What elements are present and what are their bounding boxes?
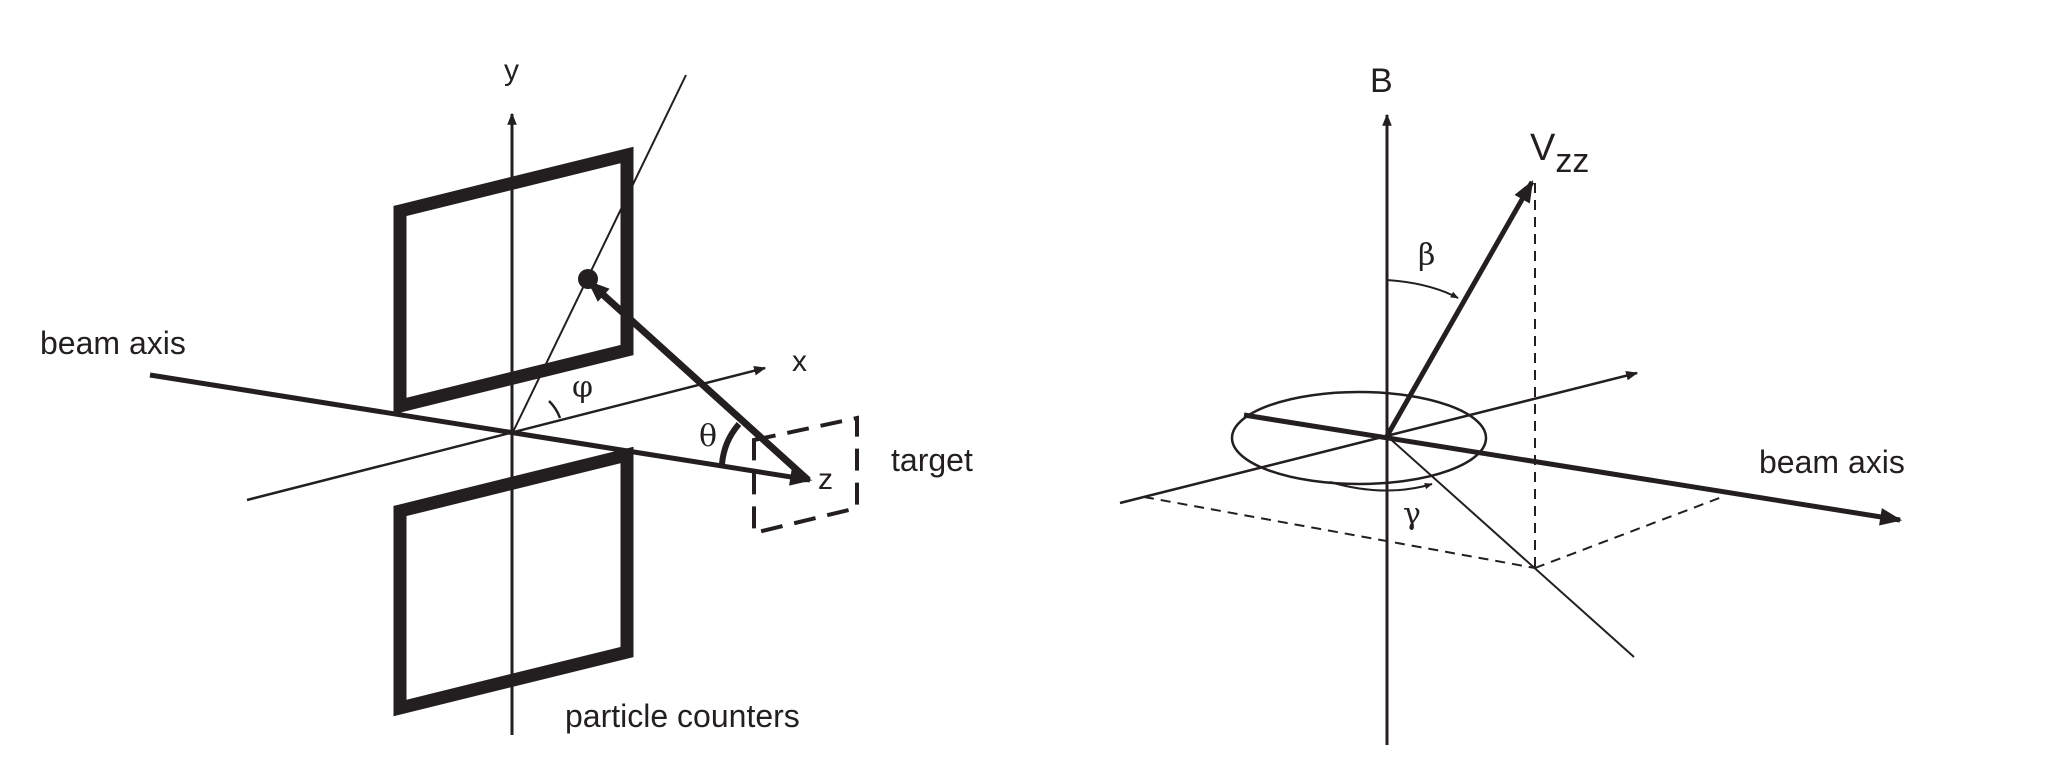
vzz-vector bbox=[1384, 180, 1535, 438]
left-diagram: y x z beam axis target particle counters… bbox=[40, 54, 973, 735]
phi-direction-line bbox=[511, 74, 687, 435]
vzz-main: V bbox=[1530, 127, 1556, 169]
target-label: target bbox=[891, 442, 973, 478]
gamma-arc bbox=[1329, 481, 1433, 492]
phi-arc bbox=[548, 400, 562, 419]
left-beam-axis-label: beam axis bbox=[40, 325, 186, 361]
x-axis-label: x bbox=[792, 345, 807, 378]
target-box bbox=[752, 415, 859, 536]
upper-particle-counter bbox=[393, 146, 634, 415]
projection-dash-right bbox=[1534, 496, 1723, 569]
vzz-label: Vzz bbox=[1530, 127, 1589, 180]
vzz-subscript: zz bbox=[1555, 142, 1589, 180]
y-axis-label: y bbox=[504, 54, 519, 87]
projection-line bbox=[1386, 435, 1635, 658]
precession-ellipse bbox=[1230, 390, 1488, 486]
b-field-label: B bbox=[1370, 62, 1393, 100]
particle-counters-label: particle counters bbox=[565, 698, 800, 734]
projection-dash-left bbox=[1143, 496, 1536, 569]
phi-label: φ bbox=[572, 370, 593, 405]
beta-label: β bbox=[1418, 238, 1435, 273]
lower-particle-counter bbox=[393, 446, 634, 717]
right-beam-axis-label: beam axis bbox=[1759, 444, 1905, 480]
right-beam-axis-line bbox=[1243, 412, 1903, 526]
theta-arc bbox=[719, 422, 742, 465]
z-axis-label: z bbox=[818, 463, 833, 496]
theta-label: θ bbox=[699, 419, 717, 454]
gamma-label: γ bbox=[1403, 497, 1421, 532]
right-diagram: B Vzz β γ beam axis bbox=[1119, 62, 1905, 745]
hit-point bbox=[578, 269, 598, 289]
beam-axis-line bbox=[149, 372, 813, 486]
scattered-particle-arrow bbox=[586, 279, 811, 483]
beta-arc bbox=[1386, 279, 1459, 299]
